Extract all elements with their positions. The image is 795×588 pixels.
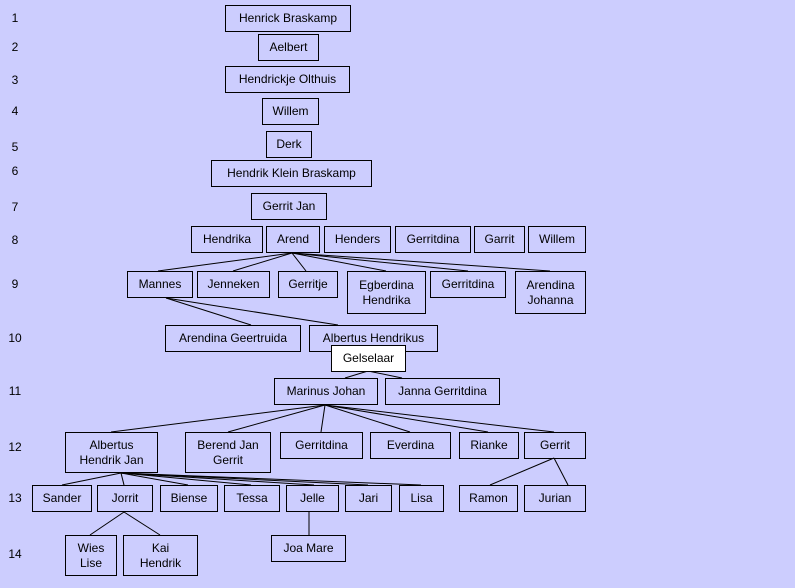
generation-number: 8 (11, 233, 19, 247)
connector-line (324, 404, 489, 433)
person-jenneken[interactable]: Jenneken (197, 271, 270, 298)
connector-line (120, 472, 189, 486)
person-henrick-braskamp[interactable]: Henrick Braskamp (225, 5, 351, 32)
person-tessa[interactable]: Tessa (224, 485, 280, 512)
person-hendrika[interactable]: Hendrika (191, 226, 263, 253)
person-gerritdina[interactable]: Gerritdina (430, 271, 506, 298)
generation-number: 14 (8, 547, 22, 561)
person-joa-mare[interactable]: Joa Mare (271, 535, 346, 562)
connector-line (291, 252, 551, 272)
connector-line (89, 511, 125, 536)
person-gerritje[interactable]: Gerritje (278, 271, 338, 298)
person-jari[interactable]: Jari (345, 485, 392, 512)
connector-line (123, 511, 161, 536)
connector-line (61, 472, 122, 486)
connector-line (120, 472, 422, 486)
generation-number: 9 (11, 277, 19, 291)
place-label-gelselaar: Gelselaar (331, 345, 406, 372)
connector-line (110, 404, 326, 433)
person-willem[interactable]: Willem (528, 226, 586, 253)
person-derk[interactable]: Derk (266, 131, 312, 158)
person-jorrit[interactable]: Jorrit (97, 485, 153, 512)
person-jelle[interactable]: Jelle (286, 485, 339, 512)
person-sander[interactable]: Sander (32, 485, 92, 512)
person-jurian[interactable]: Jurian (524, 485, 586, 512)
person-gerrit-jan[interactable]: Gerrit Jan (251, 193, 327, 220)
person-hendrik-klein-braskamp[interactable]: Hendrik Klein Braskamp (211, 160, 372, 187)
connector-line (324, 404, 411, 433)
generation-number: 4 (11, 104, 19, 118)
connector-line (165, 297, 339, 326)
person-gerritdina[interactable]: Gerritdina (395, 226, 471, 253)
connector-line (120, 472, 252, 486)
person-berend-jan-gerrit[interactable]: Berend Jan Gerrit (185, 432, 271, 473)
person-hendrickje-olthuis[interactable]: Hendrickje Olthuis (225, 66, 350, 93)
person-henders[interactable]: Henders (324, 226, 391, 253)
connector-line (291, 252, 307, 272)
generation-number: 12 (8, 440, 22, 454)
person-arendina-geertruida[interactable]: Arendina Geertruida (165, 325, 301, 352)
person-garrit[interactable]: Garrit (474, 226, 525, 253)
generation-number: 11 (8, 384, 22, 398)
person-janna-gerritdina[interactable]: Janna Gerritdina (385, 378, 500, 405)
connector-line (291, 252, 387, 272)
person-rianke[interactable]: Rianke (459, 432, 519, 459)
generation-number: 5 (11, 140, 19, 154)
person-ramon[interactable]: Ramon (459, 485, 518, 512)
person-mannes[interactable]: Mannes (127, 271, 193, 298)
connector-line (489, 457, 555, 486)
person-arend[interactable]: Arend (266, 226, 320, 253)
connector-line (291, 252, 469, 272)
connector-line (157, 252, 293, 272)
person-everdina[interactable]: Everdina (370, 432, 451, 459)
connector-line (324, 404, 555, 433)
connector-line (232, 252, 293, 272)
connector-line (320, 404, 326, 433)
generation-number: 10 (8, 331, 22, 345)
generation-number: 6 (11, 164, 19, 178)
connector-line (553, 457, 569, 486)
connector-line (165, 297, 252, 326)
person-arendina-johanna[interactable]: Arendina Johanna (515, 271, 586, 314)
person-gerrit[interactable]: Gerrit (524, 432, 586, 459)
generation-number: 1 (11, 11, 19, 25)
connector-line (367, 370, 403, 379)
person-lisa[interactable]: Lisa (399, 485, 444, 512)
person-biense[interactable]: Biense (160, 485, 218, 512)
generation-number: 2 (11, 40, 19, 54)
person-willem[interactable]: Willem (262, 98, 319, 125)
person-kai-hendrik[interactable]: Kai Hendrik (123, 535, 198, 576)
connector-line (227, 404, 326, 433)
connector-line (120, 472, 125, 486)
connector-line (344, 370, 369, 379)
person-aelbert[interactable]: Aelbert (258, 34, 319, 61)
person-egberdina-hendrika[interactable]: Egberdina Hendrika (347, 271, 426, 314)
generation-number: 13 (8, 491, 22, 505)
person-marinus-johan[interactable]: Marinus Johan (274, 378, 378, 405)
person-albertus-hendrik-jan[interactable]: Albertus Hendrik Jan (65, 432, 158, 473)
generation-number: 3 (11, 73, 19, 87)
person-gerritdina[interactable]: Gerritdina (280, 432, 363, 459)
person-wies-lise[interactable]: Wies Lise (65, 535, 117, 576)
generation-number: 7 (11, 200, 19, 214)
